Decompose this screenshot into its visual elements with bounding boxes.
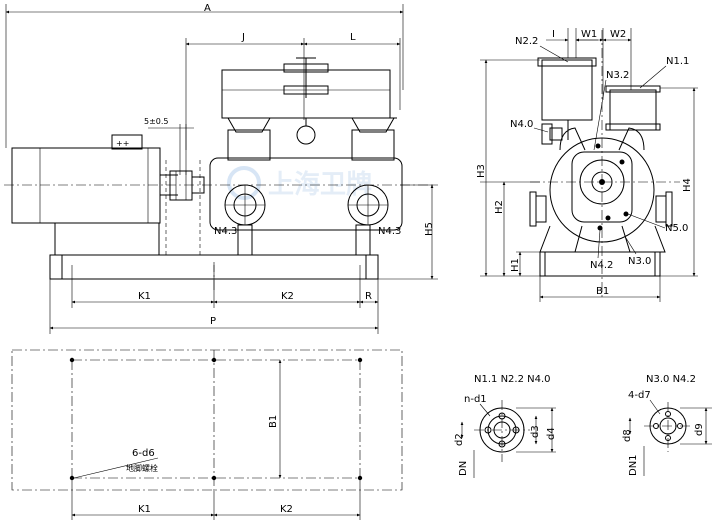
side-base-frame [539, 251, 661, 277]
nozzle-right-label: N4.3 [378, 226, 401, 237]
flange-detail-2: N3.0 N4.2 4-d7 d8 DN1 d9 [622, 374, 712, 476]
front-view: A J L 5±0.5 ++ [4, 3, 438, 334]
flange1-d4-label: d4 [546, 427, 557, 440]
dim-k1-plan-label: K1 [138, 504, 151, 515]
dim-h1-label: H1 [510, 258, 521, 272]
plan-outline [11, 349, 403, 491]
dim-b1-plan-label: B1 [268, 415, 279, 428]
flange2-dn1-label: DN1 [628, 454, 639, 476]
dim-h3-label: H3 [476, 164, 487, 178]
flange2-holes-label: 4-d7 [628, 390, 651, 401]
dim-p-label: P [210, 316, 216, 327]
flange-detail-1: N1.1 N2.2 N4.0 n-d1 d2 DN d3 d4 [454, 374, 557, 478]
dim-k2-plan-label: K2 [280, 504, 293, 515]
nozzle-n42-label: N4.2 [590, 260, 613, 271]
motor-terminal-mark: ++ [116, 139, 129, 148]
nozzle-n30-label: N3.0 [628, 256, 651, 267]
dim-k1-label: K1 [138, 291, 151, 302]
dim-b1-side-label: B1 [596, 286, 609, 297]
motor-body [11, 147, 161, 224]
watermark-logo-icon [227, 166, 261, 200]
side-separator-left [541, 59, 593, 121]
dim-w1-label: W1 [581, 29, 597, 40]
dim-w2-label: W2 [610, 29, 626, 40]
flange1-holes-label: n-d1 [464, 394, 487, 405]
side-view: I W1 W2 [476, 28, 698, 302]
plan-holes-label: 6-d6 [132, 448, 155, 459]
dim-h2-label: H2 [494, 200, 505, 214]
plan-bolt-label: 地脚螺栓 [126, 463, 158, 473]
dim-h5-label: H5 [424, 222, 435, 236]
dim-l-label: L [350, 32, 356, 43]
flange2-d9-label: d9 [694, 423, 705, 436]
nozzle-n32-label: N3.2 [606, 70, 629, 81]
nozzle-n40-label: N4.0 [510, 119, 533, 130]
gauge-icon [296, 125, 316, 145]
pump-right-head [351, 129, 395, 161]
motor-terminal-box [111, 134, 143, 150]
plan-view: B1 6-d6 地脚螺栓 K1 K2 [11, 349, 403, 520]
nozzle-n50-label: N5.0 [665, 223, 688, 234]
flange2-title: N3.0 N4.2 [646, 374, 696, 385]
side-pump-casing [549, 137, 655, 243]
dim-r-label: R [365, 291, 372, 302]
flange1-d3-label: d3 [530, 425, 541, 438]
pump-left-head [227, 129, 271, 161]
pump-body [209, 157, 403, 231]
flange2-d8-label: d8 [622, 429, 633, 442]
nozzle-left-label: N4.3 [214, 226, 237, 237]
watermark-text: 上海卫牌 [268, 169, 372, 200]
motor-foot [54, 222, 160, 256]
flange1-title: N1.1 N2.2 N4.0 [474, 374, 551, 385]
dim-h4-label: H4 [682, 178, 693, 192]
coupling-gap-tolerance: 5±0.5 [144, 117, 169, 126]
flange1-dn-label: DN [458, 461, 469, 476]
dim-j-label: J [241, 32, 245, 43]
nozzle-n22-label: N2.2 [515, 36, 538, 47]
flange1-d2-label: d2 [454, 433, 465, 446]
dim-k2-label: K2 [281, 291, 294, 302]
dim-i-label: I [552, 29, 555, 40]
nozzle-n11-label: N1.1 [666, 56, 689, 67]
dim-a-label: A [204, 3, 211, 14]
watermark: 上海卫牌 [227, 166, 372, 200]
